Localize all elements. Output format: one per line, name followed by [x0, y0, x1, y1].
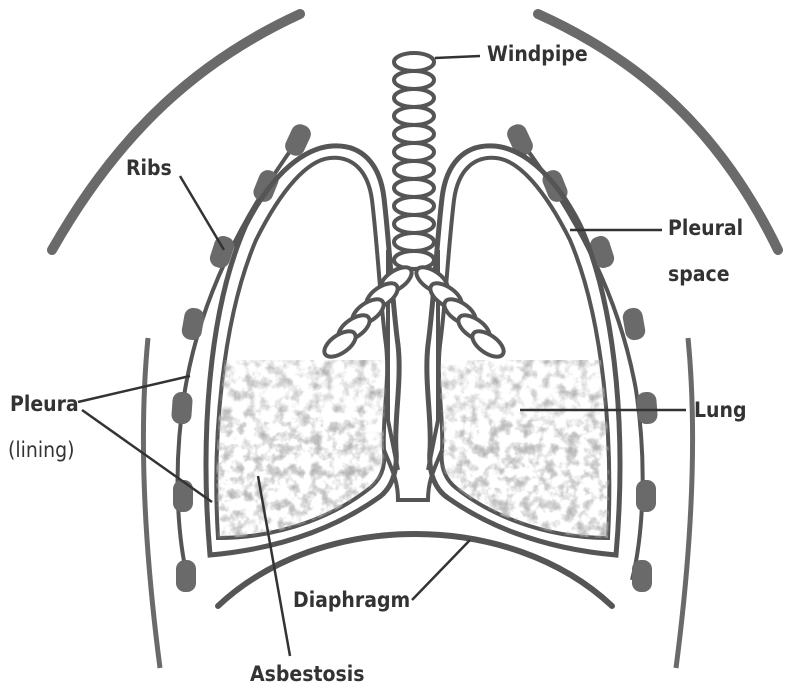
right-body-line [676, 338, 692, 668]
label-pleura-2: (lining) [8, 438, 74, 462]
label-asbestosis: Asbestosis [250, 662, 364, 686]
label-diaphragm: Diaphragm [293, 588, 410, 612]
label-windpipe: Windpipe [487, 42, 588, 66]
left-asbestosis-shading [200, 360, 400, 560]
label-lung: Lung [694, 398, 746, 422]
diaphragm-leader [412, 540, 470, 600]
left-shoulder-arc [52, 14, 300, 250]
right-asbestosis-shading [430, 360, 630, 560]
label-ribs: Ribs [126, 156, 172, 180]
label-pleura-1: Pleura [10, 392, 79, 416]
pleura-leader-inner [82, 410, 212, 502]
ribs-leader [180, 176, 224, 250]
label-pleural-space-2: space [668, 262, 730, 286]
mediastinum [384, 450, 442, 500]
windpipe-rings [394, 53, 434, 269]
label-pleural-space-1: Pleural [668, 216, 743, 240]
windpipe-leader [435, 56, 480, 58]
left-body-line [144, 338, 160, 668]
